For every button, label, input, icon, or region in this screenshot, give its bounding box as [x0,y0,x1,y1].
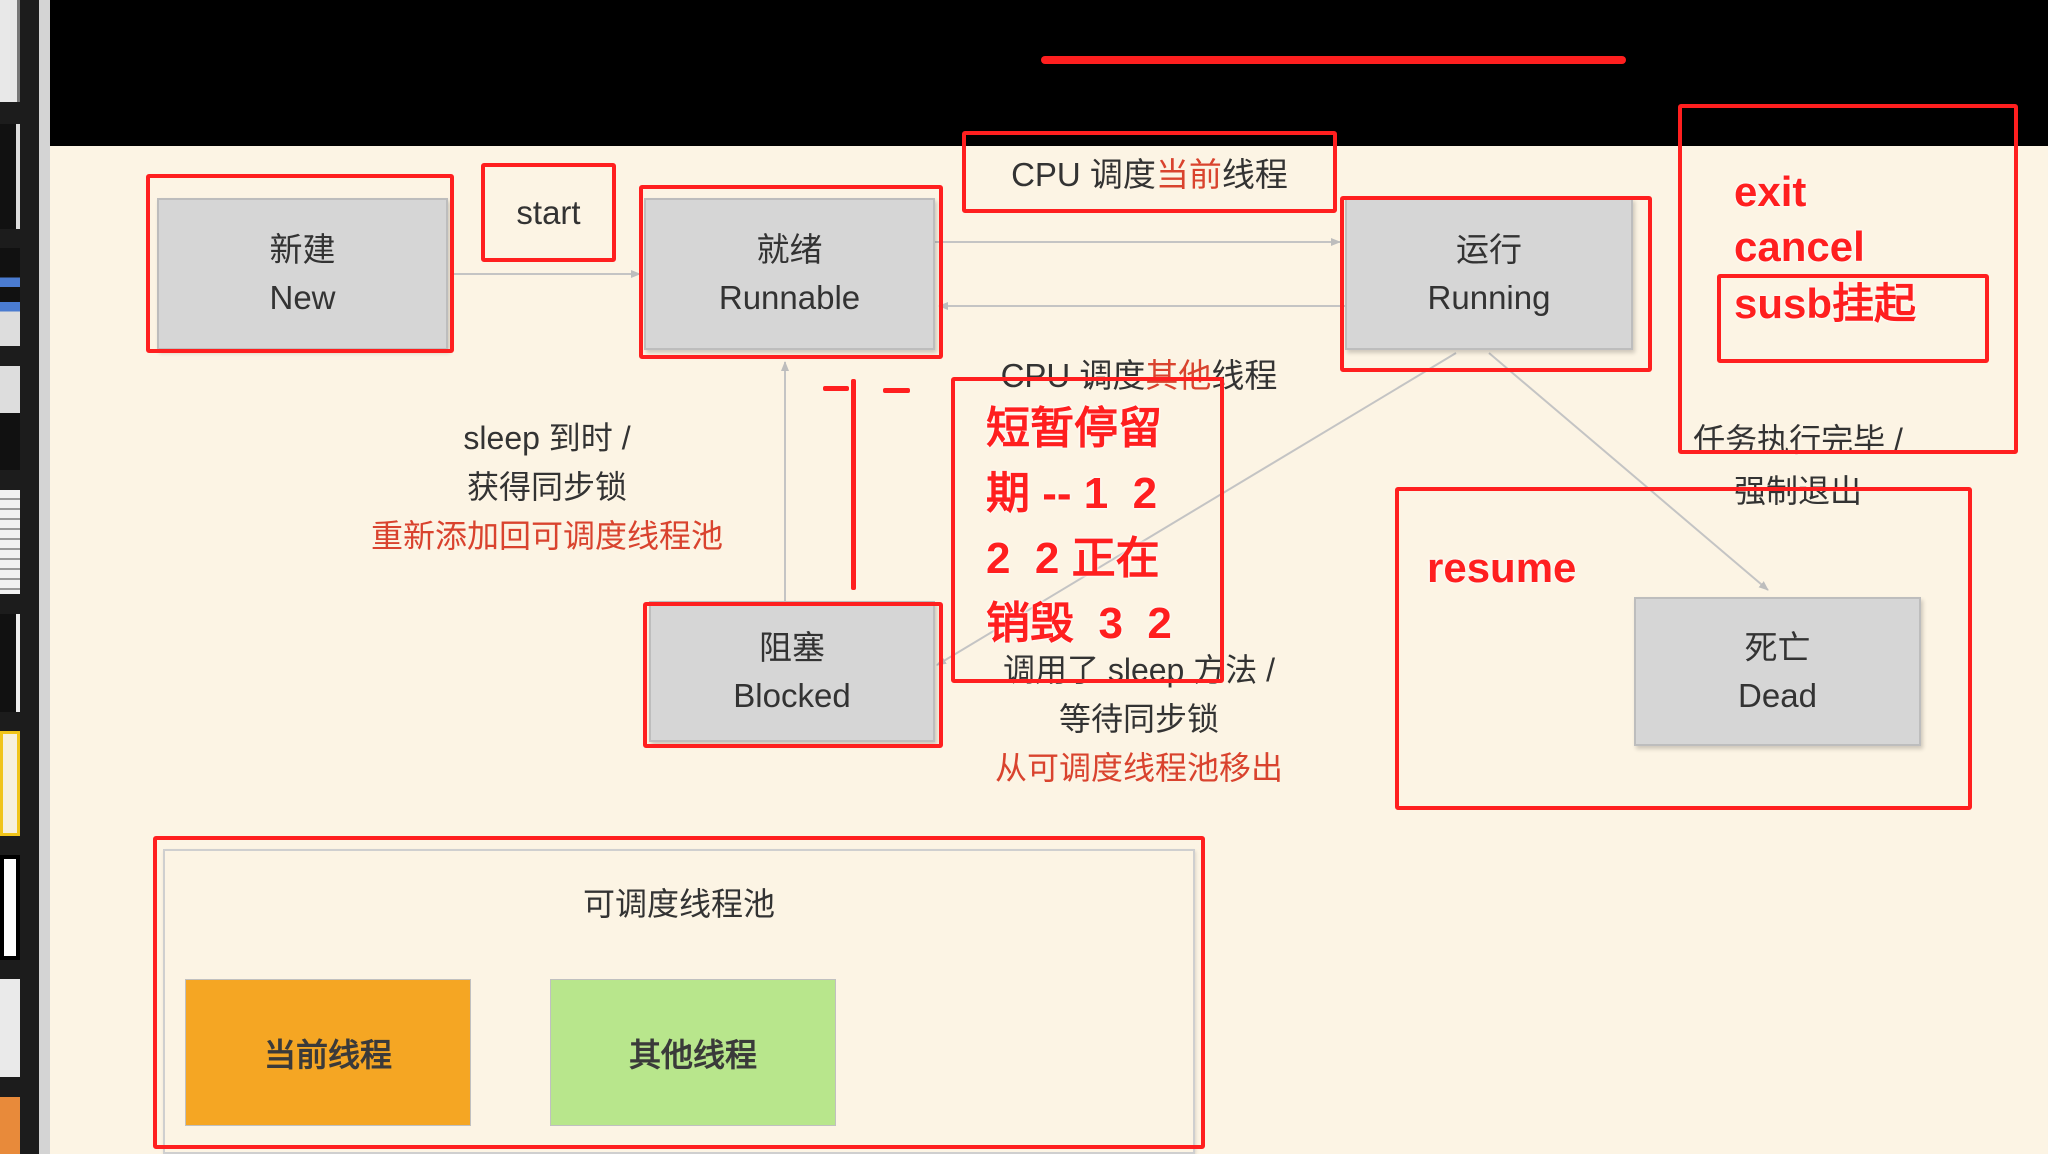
slide-thumbnail-selected[interactable] [0,731,20,836]
state-new-en: New [269,279,336,316]
annotation-lifecycle-line: 销毁 3 2 [986,599,1172,648]
cpu-current-highlight: 当前 [1155,156,1222,193]
annotation-lifecycle-notes: 短暂停留 期 -- 1 2 2 2 正在 销毁 3 2 [986,396,1172,656]
annotation-rect-new [146,174,454,353]
state-runnable-zh: 就绪 [756,231,823,268]
cpu-schedule-other-label: CPU 调度其他线程 [889,352,1389,400]
slide-thumbnail[interactable] [0,0,20,102]
top-black-band [50,0,2048,146]
annotation-vertical-stroke [851,379,856,590]
state-dead[interactable]: 死亡 Dead [1634,597,1921,746]
annotation-dash-right [883,388,910,393]
annotation-dash-left [823,386,849,391]
annotation-cancel: cancel [1734,223,1865,270]
annotation-lifecycle-line: 期 -- 1 2 [986,469,1158,518]
sleep-done-label: sleep 到时 / 获得同步锁 重新添加回可调度线程池 [297,414,797,561]
slide-thumbnail[interactable] [0,248,20,346]
annotation-lifecycle-line: 短暂停留 [986,404,1162,453]
annotation-rect-start [481,163,616,262]
annotation-suspend: susb挂起 [1734,280,1917,327]
state-runnable-en: Runnable [718,279,861,316]
thread-pool-box [163,849,1195,1154]
slide-thumbnail[interactable] [0,979,20,1077]
slide-thumbnail[interactable] [0,366,20,470]
current-thread-box[interactable]: 当前线程 [185,979,471,1126]
slide-thumbnail-sidebar [0,0,39,1154]
annotation-lifecycle-line: 2 2 正在 [986,534,1160,583]
state-new[interactable]: 新建 New [157,198,448,350]
slide-thumbnail[interactable] [0,490,20,594]
state-blocked-en: Blocked [733,676,851,714]
cpu-current-suffix: 线程 [1221,156,1288,193]
thread-pool-title: 可调度线程池 [582,886,775,922]
annotation-resume: resume [1427,544,1577,591]
cpu-other-prefix: CPU 调度 [1000,357,1146,394]
other-thread-box[interactable]: 其他线程 [550,979,836,1126]
sleep-call-note: 从可调度线程池移出 [994,750,1283,786]
sleep-call-line2: 等待同步锁 [1058,701,1219,737]
cpu-other-highlight: 其他 [1145,357,1212,394]
annotation-rect-running [1340,196,1652,372]
state-runnable[interactable]: 就绪 Runnable [644,198,935,350]
state-running-en: Running [1427,279,1551,316]
annotation-rect-exit [1678,104,2018,454]
current-thread-label: 当前线程 [263,1036,392,1073]
slide-thumbnail[interactable] [0,614,20,712]
annotation-rect-blocked [643,602,943,748]
other-thread-label: 其他线程 [628,1036,757,1073]
annotation-rect-lifecycle [951,377,1224,683]
sleep-done-note: 重新添加回可调度线程池 [370,518,723,554]
start-label: start [516,193,581,231]
state-blocked[interactable]: 阻塞 Blocked [649,601,935,742]
slide-thumbnail[interactable] [0,124,20,229]
annotation-rect-resume [1395,487,1972,810]
slide-thumbnail[interactable] [0,855,20,960]
state-new-zh: 新建 [269,231,336,268]
start-label-box: start [481,163,616,262]
sidebar-divider[interactable] [39,0,50,1154]
sleep-done-line1: sleep 到时 / [463,420,631,456]
state-dead-en: Dead [1738,676,1817,714]
sleep-done-line2: 获得同步锁 [466,469,627,505]
annotation-exit: exit [1734,168,1807,215]
state-running[interactable]: 运行 Running [1345,198,1633,350]
cpu-current-prefix: CPU 调度 [1011,156,1156,193]
state-dead-zh: 死亡 [1744,628,1811,666]
red-underline-annotation [1041,56,1626,64]
annotation-rect-cpu-current [962,131,1337,213]
cpu-schedule-current-label: CPU 调度 当前 线程 [962,131,1337,213]
state-running-zh: 运行 [1456,231,1522,268]
finish-line2: 强制退出 [1733,473,1862,509]
annotation-rect-runnable [639,185,943,359]
slide-thumbnail[interactable] [0,1097,20,1154]
annotation-rect-suspend [1717,274,1989,363]
state-blocked-zh: 阻塞 [759,628,825,666]
annotation-rect-pool [153,836,1205,1149]
